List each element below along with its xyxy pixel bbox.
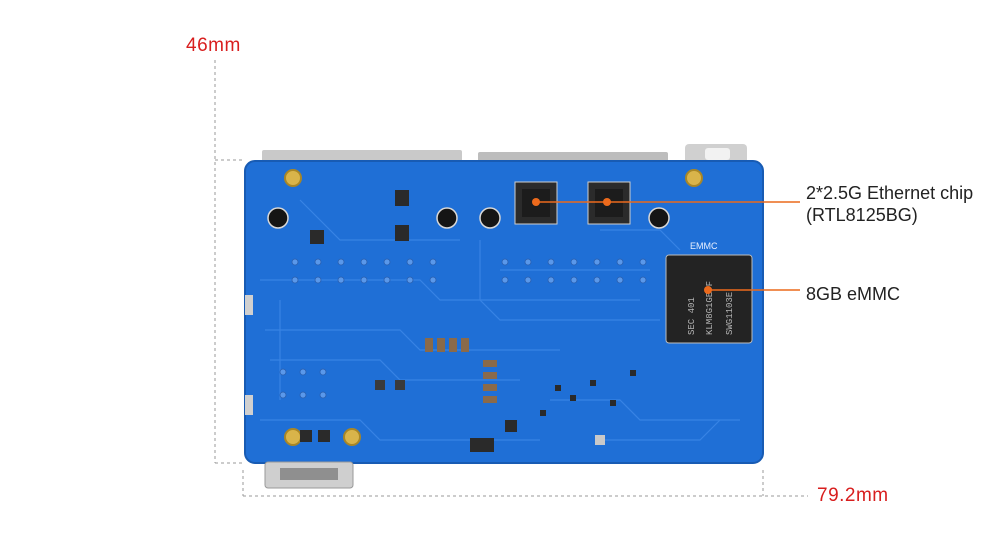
board-width-label: 79.2mm [817,485,889,506]
usb-connector [264,461,354,489]
ethernet-callout-model: (RTL8125BG) [806,205,918,225]
side-connector [245,295,253,315]
via-rows [279,258,647,399]
mounting-holes [284,169,703,446]
chip-text-1: SEC 401 [687,297,697,335]
side-connector-2 [245,395,253,415]
smd-components [300,190,636,452]
chip-text-3: SWG1103E [725,292,735,335]
callout-lines [532,198,800,294]
emmc-marker [704,286,712,294]
board-height-label: 46mm [186,35,241,56]
chip-text-2: KLM8G1GETF [705,281,715,335]
emmc-chip: SEC 401 KLM8G1GETF SWG1103E [665,254,753,344]
ethernet-chip-2-marker [603,198,611,206]
ethernet-callout-title: 2*2.5G Ethernet chip [806,183,974,203]
dimension-guides [214,60,808,497]
ethernet-chip-1-marker [532,198,540,206]
emmc-silkscreen: EMMC [690,241,718,251]
emmc-callout-label: 8GB eMMC [806,284,901,304]
capacitors [267,207,670,229]
